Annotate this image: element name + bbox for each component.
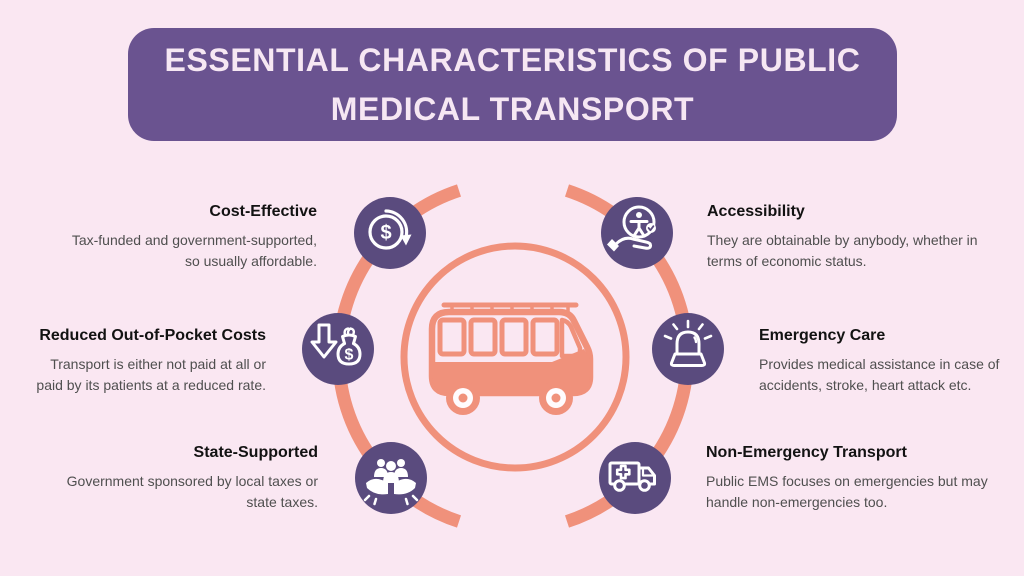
dollar-glyph: $ (380, 222, 391, 244)
item-heading: State-Supported (193, 444, 318, 461)
dollar-decrease-icon: $ (354, 197, 426, 269)
money-bag-down-arrow-icon: $ (302, 313, 374, 385)
item-cost-effective: Cost-Effective Tax-funded and government… (72, 203, 317, 272)
title-banner: ESSENTIAL CHARACTERISTICS OF PUBLIC MEDI… (128, 28, 897, 141)
item-body-line: terms of economic status. (707, 253, 867, 269)
item-reduced-out-of-pocket-costs: Reduced Out-of-Pocket Costs Transport is… (36, 327, 266, 396)
siren-icon (652, 313, 724, 385)
item-body-line: state taxes. (246, 494, 318, 510)
item-heading: Non-Emergency Transport (706, 444, 907, 461)
item-body-line: They are obtainable by anybody, whether … (707, 232, 978, 248)
item-body-line: Transport is either not paid at all or (50, 356, 266, 372)
item-body-line: paid by its patients at a reduced rate. (36, 377, 266, 393)
item-body-line: Provides medical assistance in case of (759, 356, 1000, 372)
item-body-line: accidents, stroke, heart attack etc. (759, 377, 972, 393)
bus-rear-wheel (446, 381, 480, 415)
ambulance-icon (599, 442, 671, 514)
item-heading: Accessibility (707, 203, 805, 220)
item-body-line: Public EMS focuses on emergencies but ma… (706, 473, 988, 489)
item-accessibility: Accessibility They are obtainable by any… (707, 203, 978, 272)
dollar-glyph: $ (345, 347, 354, 364)
item-non-emergency-transport: Non-Emergency Transport Public EMS focus… (706, 444, 988, 513)
item-body-line: so usually affordable. (184, 253, 317, 269)
item-state-supported: State-Supported Government sponsored by … (67, 444, 318, 513)
item-heading: Cost-Effective (209, 203, 317, 220)
item-body-line: Tax-funded and government-supported, (71, 232, 317, 248)
title-line-1: ESSENTIAL CHARACTERISTICS OF PUBLIC (164, 41, 861, 78)
item-body-line: handle non-emergencies too. (706, 494, 888, 510)
bus-front-wheel (539, 381, 573, 415)
inner-ring (400, 242, 630, 472)
hand-accessibility-icon (601, 197, 673, 269)
community-hands-icon (355, 442, 427, 514)
item-heading: Emergency Care (759, 327, 886, 344)
item-heading: Reduced Out-of-Pocket Costs (39, 327, 266, 344)
title-line-2: MEDICAL TRANSPORT (330, 90, 695, 127)
item-body-line: Government sponsored by local taxes or (66, 473, 318, 489)
item-emergency-care: Emergency Care Provides medical assistan… (759, 327, 999, 396)
bus-icon (428, 302, 594, 415)
